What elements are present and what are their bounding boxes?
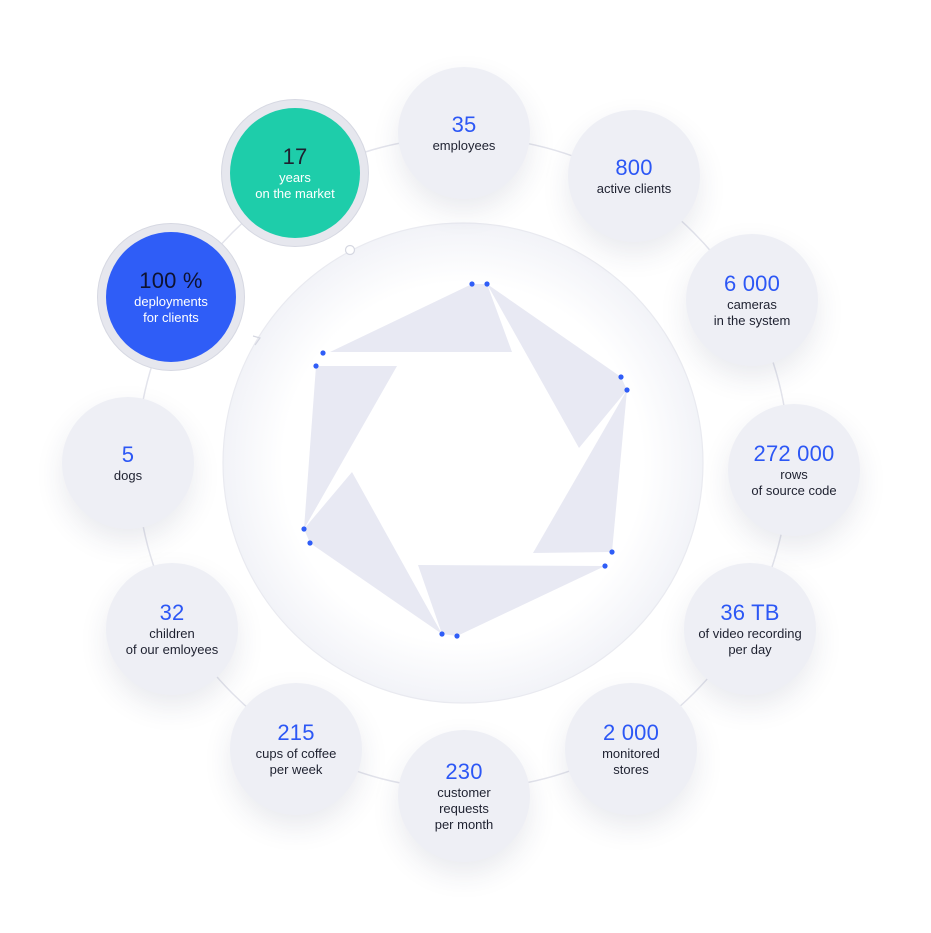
stat-number: 230 — [445, 759, 483, 784]
stat-label: per day — [728, 642, 772, 657]
stat-label: cameras — [727, 297, 777, 312]
stat-number: 5 — [121, 442, 135, 467]
stat-employees: 35 employees — [398, 67, 530, 199]
stat-label: of our emloyees — [125, 642, 219, 657]
stat-monitored-stores: 2 000 monitored stores — [565, 683, 697, 815]
stat-label: cups of coffee — [255, 746, 337, 761]
stat-number: 6 000 — [723, 271, 781, 296]
stat-label: on the market — [255, 186, 335, 201]
stat-number: 800 — [615, 155, 653, 180]
stat-label: of source code — [751, 483, 837, 498]
stat-label: employees — [432, 138, 496, 153]
stat-number: 32 — [159, 600, 185, 625]
stat-customer-requests: 230 customer requests per month — [398, 730, 530, 862]
stat-source-code: 272 000 rows of source code — [728, 404, 860, 536]
stat-active-clients: 800 active clients — [568, 110, 700, 242]
stat-number: 2 000 — [602, 720, 660, 745]
stat-label: for clients — [143, 310, 199, 325]
stat-years-on-market: 17 years on the market — [230, 108, 360, 238]
stat-label: per month — [434, 817, 494, 832]
stat-number: 36 TB — [720, 600, 780, 625]
stat-number: 100 % — [139, 268, 203, 293]
ring-marker — [344, 244, 356, 256]
stat-cameras: 6 000 cameras in the system — [686, 234, 818, 366]
stat-number: 215 — [277, 720, 315, 745]
stat-coffee: 215 cups of coffee per week — [230, 683, 362, 815]
stat-children: 32 children of our emloyees — [106, 563, 238, 695]
aperture-dots — [301, 281, 630, 639]
stat-label: years — [279, 170, 311, 185]
stat-label: deployments — [134, 294, 208, 309]
stat-number: 17 — [282, 144, 308, 169]
inner-ring — [222, 222, 704, 704]
stat-label: monitored — [602, 746, 660, 761]
stat-label: in the system — [713, 313, 791, 328]
stat-number: 272 000 — [753, 441, 835, 466]
stat-label: of video recording — [698, 626, 802, 641]
stat-deployments: 100 % deployments for clients — [106, 232, 236, 362]
ring-arrow — [252, 335, 261, 346]
stat-label: stores — [613, 762, 649, 777]
stat-dogs: 5 dogs — [62, 397, 194, 529]
stat-label: requests — [439, 801, 489, 816]
stat-label: dogs — [113, 468, 143, 483]
stat-number: 35 — [451, 112, 477, 137]
stat-label: children — [149, 626, 195, 641]
stat-video-recording: 36 TB of video recording per day — [684, 563, 816, 695]
stat-label: active clients — [596, 181, 672, 196]
stat-label: rows — [780, 467, 808, 482]
stat-label: per week — [269, 762, 323, 777]
camera-aperture-icon — [304, 284, 627, 636]
stat-label: customer — [437, 785, 491, 800]
